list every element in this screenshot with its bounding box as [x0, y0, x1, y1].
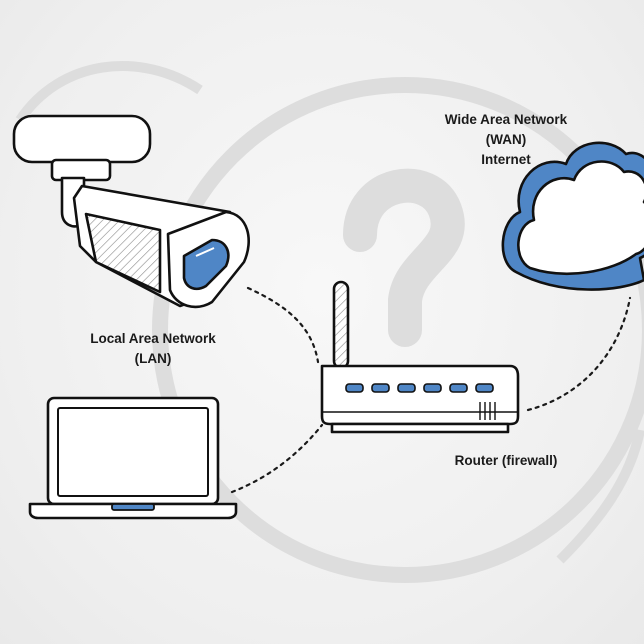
wan-label-line3: Internet: [481, 152, 531, 167]
wan-label-line2: (WAN): [485, 132, 527, 147]
router-vents: [479, 402, 496, 420]
router-label: Router (firewall): [420, 451, 592, 471]
connections: [230, 286, 632, 494]
camera-router-link: [246, 286, 320, 364]
lan-label: Local Area Network (LAN): [52, 329, 254, 369]
router-leds: [345, 383, 494, 393]
watermark: [15, 61, 644, 583]
laptop-router-link: [230, 423, 324, 494]
wan-label: Wide Area Network (WAN) Internet: [420, 110, 592, 170]
router-cloud-link: [526, 296, 632, 412]
wan-label-line1: Wide Area Network: [444, 112, 568, 127]
lan-label-line2: (LAN): [134, 351, 172, 366]
cloud-icon: [501, 141, 644, 291]
security-camera-icon: [12, 114, 250, 309]
router-label-text: Router (firewall): [454, 453, 558, 468]
laptop-icon: [28, 396, 238, 520]
lan-label-line1: Local Area Network: [90, 331, 216, 346]
router-icon: [320, 280, 520, 434]
